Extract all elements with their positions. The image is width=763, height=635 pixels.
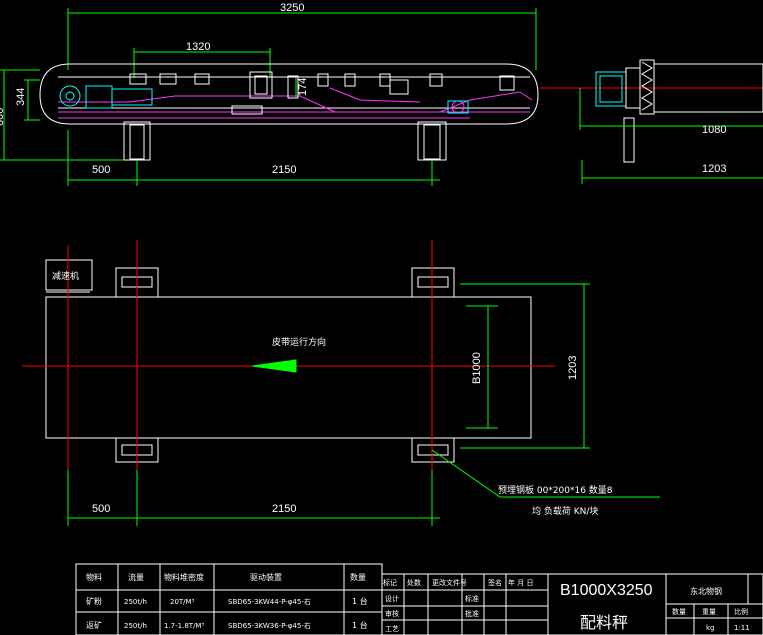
dim-right-1080: 1080 — [702, 124, 726, 136]
dim-height-174: 174 — [297, 78, 309, 96]
spec-header-material: 物料 — [86, 572, 102, 582]
motor-box-label: 减速机 — [52, 270, 79, 282]
company-name: 东北物钢 — [690, 586, 722, 596]
dim-span-2150: 2150 — [272, 164, 296, 176]
drawing-name: 配料秤 — [580, 614, 628, 632]
rev-header-date: 年 月 日 — [508, 578, 533, 587]
spec-row2-drive: SBD65-3KW36-P-φ45-右 — [228, 621, 311, 630]
spec-header-density: 物料堆密度 — [164, 572, 204, 582]
steel-plate-note: 预埋钢板 00*200*16 数量8 — [498, 484, 613, 496]
spec-row1-density: 20T/M³ — [170, 598, 195, 606]
dim-plan-width-1203: 1203 — [567, 356, 579, 380]
weight-unit: kg — [706, 624, 715, 632]
spec-row1-flow: 250t/h — [124, 598, 147, 606]
spec-row1-drive: SBD65-3KW44-P-φ45-右 — [228, 597, 311, 606]
spec-row2-material: 返矿 — [86, 620, 102, 630]
dim-plan-left-500: 500 — [92, 503, 110, 515]
rev-header-count: 处数 — [407, 578, 421, 587]
dim-height-side: 600 — [0, 108, 6, 126]
rev-header-sign: 签名 — [488, 578, 502, 587]
weight-label: 重量 — [702, 608, 716, 616]
spec-header-qty: 数量 — [350, 572, 366, 582]
row-approve: 批准 — [465, 609, 479, 618]
spec-header-flow: 流量 — [128, 572, 144, 582]
rev-header-mark: 标记 — [383, 578, 397, 587]
scale-label: 比例 — [734, 607, 748, 616]
load-note: 均 负载荷 KN/块 — [532, 505, 598, 517]
rev-header-file: 更改文件号 — [432, 578, 467, 587]
elevation-view — [0, 8, 539, 186]
dim-belt-width: B1000 — [471, 352, 483, 384]
title-block — [381, 573, 763, 635]
drawing-model: B1000X3250 — [560, 582, 653, 599]
dim-left-500: 500 — [92, 164, 110, 176]
spec-row2-flow: 250t/h — [124, 622, 147, 630]
belt-direction-label: 皮带运行方向 — [272, 336, 326, 348]
spec-header-drive: 驱动装置 — [250, 572, 282, 582]
plan-view — [22, 240, 660, 526]
spec-row1-qty: 1 台 — [352, 596, 368, 606]
row-design: 设计 — [385, 594, 399, 603]
dim-overall-length: 3250 — [280, 2, 304, 14]
row-process: 工艺 — [385, 625, 399, 633]
spec-row1-material: 矿粉 — [86, 596, 102, 606]
dim-right-1203: 1203 — [702, 163, 726, 175]
spec-row2-qty: 1 台 — [352, 620, 368, 630]
spec-row2-density: 1.7-1.8T/M³ — [164, 622, 204, 630]
scale-value: 1:11 — [734, 624, 750, 632]
dim-plan-span-2150: 2150 — [272, 503, 296, 515]
dim-height-344: 344 — [15, 88, 27, 106]
side-view — [540, 59, 763, 184]
dim-upper-length: 1320 — [186, 41, 210, 53]
row-standard: 标准 — [465, 594, 479, 603]
row-review: 审核 — [385, 609, 399, 618]
qty-label: 数量 — [672, 607, 686, 616]
